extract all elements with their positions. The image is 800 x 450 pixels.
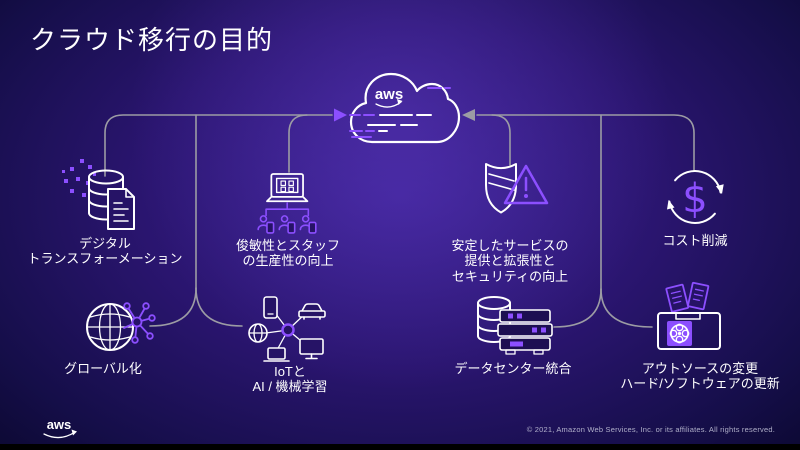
label-datacenter-consolidation: データセンター統合 bbox=[454, 361, 572, 376]
connector-global bbox=[149, 287, 197, 327]
connector-agility bbox=[288, 114, 308, 173]
document-icon bbox=[665, 283, 690, 313]
cycle-arrow-right bbox=[715, 184, 724, 194]
org-lines bbox=[265, 202, 310, 217]
car-icon bbox=[298, 303, 326, 320]
iot-spokes bbox=[265, 308, 309, 353]
aws-smile-arrow bbox=[397, 99, 403, 105]
iot-devices-icon bbox=[248, 296, 326, 362]
bottom-bar bbox=[0, 444, 800, 450]
connector-outsourcing bbox=[600, 288, 653, 328]
label-stable-service-security: 安定したサービスの 提供と拡張性と セキュリティの向上 bbox=[451, 238, 569, 284]
connector-digital bbox=[104, 114, 333, 177]
box-icon bbox=[657, 312, 721, 350]
connector-datacenter bbox=[553, 288, 602, 328]
aws-footer-smile-arrow bbox=[71, 429, 77, 436]
aws-footer-logo: aws bbox=[36, 416, 84, 449]
rack-leds bbox=[508, 313, 546, 347]
shield-stripes bbox=[488, 173, 515, 191]
arrow-into-cloud-right-icon bbox=[462, 109, 475, 121]
database-icon bbox=[88, 169, 124, 221]
globe-network-icon bbox=[86, 302, 156, 351]
toolbox-documents-icon bbox=[657, 281, 721, 350]
globe-icon bbox=[86, 303, 134, 351]
cloud-speed-lines bbox=[349, 87, 451, 138]
iot-hub bbox=[281, 323, 295, 337]
connector-security bbox=[491, 114, 511, 166]
cycle-arrow-left bbox=[667, 200, 675, 210]
label-agility-productivity: 俊敏性とスタッフ の生産性の向上 bbox=[235, 238, 341, 269]
copyright-text: © 2021, Amazon Web Services, Inc. or its… bbox=[526, 425, 775, 434]
connector-lines bbox=[104, 108, 695, 328]
fan-badge-icon bbox=[667, 321, 692, 346]
aws-footer-logo-text: aws bbox=[47, 417, 72, 432]
aws-cloud-icon: aws bbox=[349, 72, 461, 144]
laptop-small-icon bbox=[263, 347, 290, 362]
document-icon bbox=[107, 188, 135, 230]
dollar-cycle-icon: $ bbox=[667, 170, 724, 224]
monitor-icon bbox=[299, 338, 324, 360]
aws-logo-icon: aws bbox=[43, 417, 77, 439]
user-device-icons bbox=[257, 215, 317, 234]
aws-logo-text: aws bbox=[375, 86, 403, 103]
connector-iot bbox=[195, 287, 243, 327]
label-digital-transformation: デジタル トランスフォーメーション bbox=[27, 236, 183, 267]
phone-icon bbox=[263, 296, 278, 319]
network-nodes-icon bbox=[123, 302, 156, 344]
label-iot-ai-ml: IoTと AI / 機械学習 bbox=[252, 364, 328, 395]
connector-cost bbox=[476, 114, 695, 171]
database-document-icon bbox=[62, 159, 135, 230]
laptop-users-icon bbox=[257, 173, 317, 234]
arrow-into-cloud-left-icon bbox=[334, 108, 347, 122]
dollar-sign: $ bbox=[682, 176, 707, 222]
server-rack-icon bbox=[477, 296, 553, 355]
label-globalization: グローバル化 bbox=[64, 361, 142, 376]
shield-icon bbox=[485, 163, 517, 214]
page-title: クラウド移行の目的 bbox=[30, 25, 274, 55]
label-cost-reduction: コスト削減 bbox=[662, 233, 728, 248]
label-outsourcing-hw-sw-update: アウトソースの変更 ハード/ソフトウェアの更新 bbox=[620, 361, 780, 392]
warning-triangle-icon bbox=[503, 164, 549, 205]
rack-icon bbox=[497, 309, 553, 355]
shield-alert-icon bbox=[485, 163, 549, 214]
globe-small-icon bbox=[248, 323, 268, 343]
document-icon bbox=[687, 281, 710, 311]
laptop-icon bbox=[266, 173, 309, 203]
aws-footer-smile-icon bbox=[43, 431, 76, 439]
